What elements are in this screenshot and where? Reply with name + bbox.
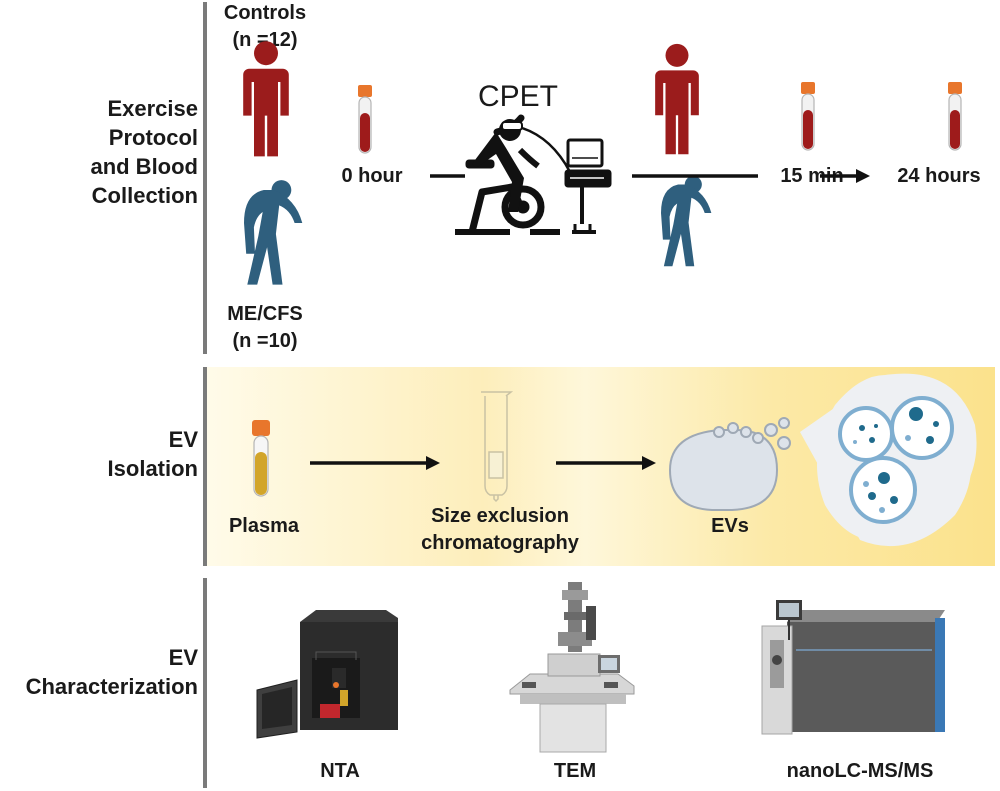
timepoint-24-hours: 24 hours xyxy=(897,165,981,187)
arrowhead-plasma-to-sec xyxy=(426,456,440,470)
timepoint-15-min: 15 min xyxy=(780,165,844,187)
patient-person-icon xyxy=(244,180,303,285)
blood-tube-icon-0h xyxy=(357,84,373,154)
patient-person-post-icon xyxy=(661,175,712,267)
plasma-tube-icon xyxy=(252,420,270,497)
sec-column-icon xyxy=(481,391,514,503)
blood-tube-icon-24h xyxy=(947,81,963,151)
mecfs-label: ME/CFS (n =10) xyxy=(227,303,303,352)
section-title-characterization: EV Characterization xyxy=(25,645,198,699)
cpet-monitor-icon xyxy=(564,138,612,234)
vesicle-icon-3 xyxy=(849,456,917,524)
section-divider-exercise xyxy=(203,2,207,354)
tem-instrument-icon xyxy=(509,582,635,753)
section-title-isolation: EV Isolation xyxy=(107,427,198,481)
blood-tube-icon-15min xyxy=(800,81,816,151)
timepoint-0-hour: 0 hour xyxy=(341,165,403,187)
plasma-label: Plasma xyxy=(228,515,300,537)
evs-label: EVs xyxy=(711,515,749,537)
control-person-icon xyxy=(243,41,289,157)
section-title-exercise: Exercise Protocol and Blood Collection xyxy=(90,96,198,208)
timeline-arrowhead-24h xyxy=(856,169,870,183)
ms-instrument-icon xyxy=(761,600,945,735)
sec-label: Size exclusion chromatography xyxy=(421,505,579,554)
arrowhead-sec-to-evs xyxy=(642,456,656,470)
control-person-post-icon xyxy=(655,43,699,155)
nanolc-ms-label: nanoLC-MS/MS xyxy=(786,760,934,782)
cpet-bike-icon xyxy=(455,114,572,235)
nta-label: NTA xyxy=(320,760,360,782)
section-divider-isolation xyxy=(203,367,207,566)
controls-label: Controls (n =12) xyxy=(223,2,307,51)
section-divider-characterization xyxy=(203,578,207,788)
tem-label: TEM xyxy=(553,760,597,782)
cpet-label: CPET xyxy=(478,80,559,113)
vesicle-icon-1 xyxy=(838,406,894,462)
nta-instrument-icon xyxy=(256,610,398,739)
ev-cell-icon xyxy=(668,417,791,511)
vesicle-icon-2 xyxy=(890,396,954,460)
